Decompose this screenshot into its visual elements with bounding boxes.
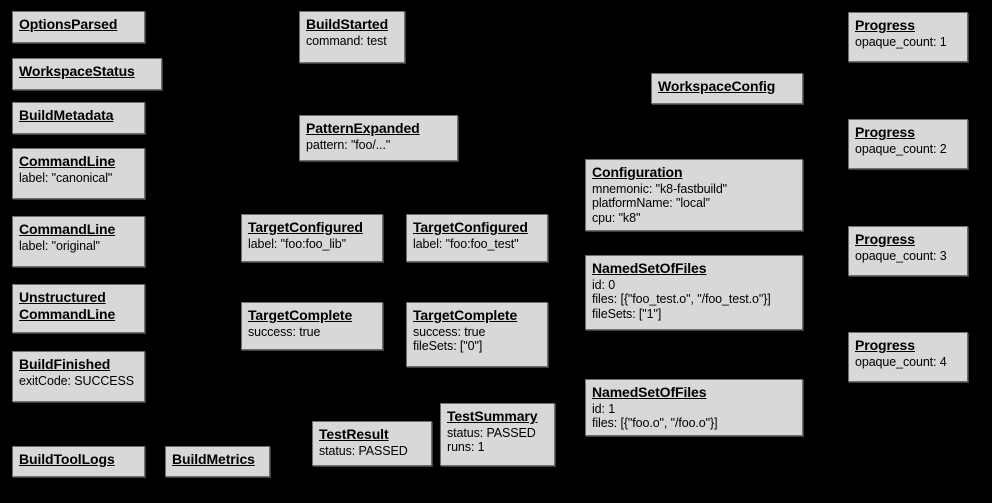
- event-node-title: NamedSetOfFiles: [592, 260, 707, 276]
- event-node-title: Progress: [855, 124, 915, 140]
- event-node-field: files: [{"foo.o", "/foo.o"}]: [592, 416, 718, 431]
- event-node-field: cpu: "k8": [592, 211, 641, 226]
- event-node-unstructured-command-line[interactable]: Unstructured CommandLine: [12, 284, 145, 333]
- event-node-field: status: PASSED: [319, 443, 408, 458]
- event-node-title: NamedSetOfFiles: [592, 384, 707, 400]
- event-node-title: Progress: [855, 337, 915, 353]
- event-node-fields: exitCode: SUCCESS: [19, 374, 139, 389]
- event-node-fields: opaque_count: 2: [855, 142, 962, 157]
- event-node-title: CommandLine: [19, 221, 116, 237]
- event-node-field: id: 0: [592, 277, 616, 292]
- event-node-title: TestResult: [319, 426, 389, 442]
- event-node-fields: pattern: "foo/...": [306, 138, 452, 153]
- event-node-field: label: "original": [19, 238, 100, 253]
- event-node-title: Progress: [855, 17, 915, 33]
- event-node-field: opaque_count: 4: [855, 354, 947, 369]
- event-node-title: WorkspaceConfig: [658, 78, 776, 94]
- event-node-title: BuildFinished: [19, 356, 111, 372]
- event-node-field: fileSets: ["0"]: [413, 339, 483, 354]
- event-node-build-metrics[interactable]: BuildMetrics: [165, 446, 270, 477]
- event-node-field: label: "canonical": [19, 170, 113, 185]
- event-node-fields: command: test: [306, 34, 399, 49]
- event-node-title: BuildMetrics: [172, 451, 255, 467]
- event-node-fields: mnemonic: "k8-fastbuild"platformName: "l…: [592, 182, 797, 226]
- event-node-title: BuildMetadata: [19, 107, 114, 123]
- event-node-title: OptionsParsed: [19, 16, 118, 32]
- event-node-field: exitCode: SUCCESS: [19, 373, 135, 388]
- event-node-fields: status: PASSED: [319, 444, 426, 459]
- event-node-field: files: [{"foo_test.o", "/foo_test.o"}]: [592, 292, 771, 307]
- event-node-title: PatternExpanded: [306, 120, 420, 136]
- event-node-fields: label: "original": [19, 239, 139, 254]
- event-node-field: command: test: [306, 33, 387, 48]
- event-node-field: label: "foo:foo_test": [413, 236, 519, 251]
- event-node-title: BuildToolLogs: [19, 451, 115, 467]
- event-node-title: TestSummary: [447, 408, 538, 424]
- event-node-fields: label: "canonical": [19, 171, 139, 186]
- event-node-options-parsed[interactable]: OptionsParsed: [12, 11, 145, 43]
- event-node-field: opaque_count: 1: [855, 34, 947, 49]
- event-node-field: label: "foo:foo_lib": [248, 236, 346, 251]
- event-node-field: opaque_count: 3: [855, 248, 947, 263]
- event-node-field: fileSets: ["1"]: [592, 307, 662, 322]
- event-node-fields: success: true: [248, 325, 377, 340]
- event-node-fields: label: "foo:foo_lib": [248, 237, 377, 252]
- event-node-field: success: true: [248, 324, 321, 339]
- event-node-field: pattern: "foo/...": [306, 137, 391, 152]
- event-node-title: WorkspaceStatus: [19, 63, 135, 79]
- event-node-fields: opaque_count: 3: [855, 249, 962, 264]
- event-node-field: status: PASSED: [447, 425, 536, 440]
- event-node-field: opaque_count: 2: [855, 141, 947, 156]
- event-node-title: BuildStarted: [306, 16, 389, 32]
- event-node-field: mnemonic: "k8-fastbuild": [592, 181, 728, 196]
- event-node-title: TargetComplete: [413, 307, 518, 323]
- event-node-workspace-status[interactable]: WorkspaceStatus: [12, 58, 162, 90]
- event-node-title: Configuration: [592, 164, 683, 180]
- event-node-fields: opaque_count: 1: [855, 35, 962, 50]
- event-node-title: TargetConfigured: [248, 219, 363, 235]
- event-node-field: runs: 1: [447, 440, 485, 455]
- event-node-title: Progress: [855, 231, 915, 247]
- event-node-build-metadata[interactable]: BuildMetadata: [12, 102, 145, 134]
- event-node-build-tool-logs[interactable]: BuildToolLogs: [12, 446, 145, 477]
- event-node-title: TargetComplete: [248, 307, 353, 323]
- event-node-field: id: 1: [592, 401, 616, 416]
- event-node-title: Unstructured CommandLine: [19, 289, 116, 322]
- event-node-title: TargetConfigured: [413, 219, 528, 235]
- event-node-title: CommandLine: [19, 153, 116, 169]
- event-node-field: success: true: [413, 324, 486, 339]
- event-node-fields: opaque_count: 4: [855, 355, 962, 370]
- event-node-workspace-config[interactable]: WorkspaceConfig: [651, 73, 803, 104]
- event-node-field: platformName: "local": [592, 196, 710, 211]
- event-node-fields: label: "foo:foo_test": [413, 237, 542, 252]
